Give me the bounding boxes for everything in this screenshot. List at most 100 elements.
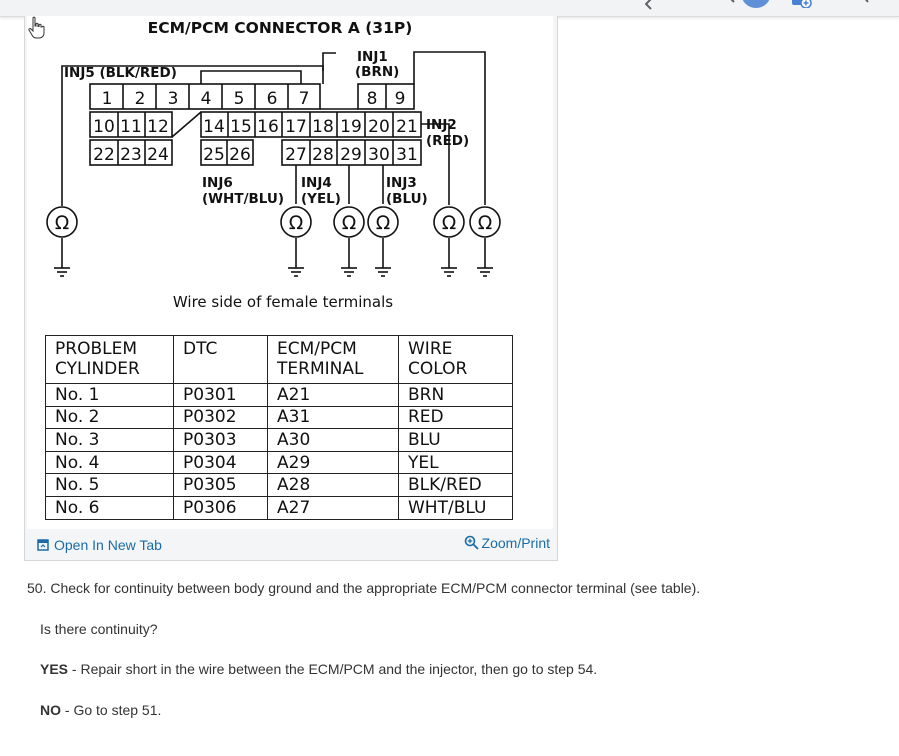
table-cell: P0301	[173, 383, 268, 407]
pin-label: 24	[147, 145, 169, 165]
table-cell: BLK/RED	[398, 473, 513, 497]
pin-label: 29	[340, 145, 362, 165]
diagram-title: ECM/PCM CONNECTOR A (31P)	[148, 19, 413, 37]
connector-schematic: ECM/PCM CONNECTOR A (31P) INJ5 (BLK/RED)…	[46, 19, 501, 311]
hand-cursor-icon	[28, 16, 45, 39]
pin-label: 27	[285, 145, 307, 165]
header-line: ECM/PCM	[277, 339, 357, 359]
label-inj4-color: (YEL)	[301, 191, 341, 207]
table-row: No. 3 P0303 A30 BLU	[45, 428, 513, 452]
header-dtc: DTC	[173, 335, 268, 384]
question-text: Is there continuity?	[40, 621, 158, 637]
label-inj6: INJ6	[202, 175, 233, 191]
header-line: PROBLEM	[55, 339, 137, 359]
pin-label: 2	[135, 89, 146, 109]
pin-label: 1	[102, 89, 113, 109]
pin-label: 3	[168, 89, 179, 109]
ohm-icon: Ω	[478, 212, 493, 234]
pin-label: 19	[340, 117, 362, 137]
open-new-tab-label[interactable]: Open In New Tab	[54, 537, 162, 553]
table-cell: A31	[267, 405, 399, 430]
pin-label: 30	[368, 145, 390, 165]
table-cell: P0302	[173, 405, 268, 430]
ohmmeter-icons	[46, 206, 501, 238]
more-icon[interactable]	[862, 0, 872, 7]
table-cell: A21	[267, 383, 399, 407]
ohm-symbols: Ω Ω Ω Ω Ω Ω	[55, 212, 493, 234]
ground-symbols	[54, 267, 493, 277]
open-tab-icon	[37, 539, 49, 551]
pin-label: 10	[93, 117, 115, 137]
table-row: No. 2 P0302 A31 RED	[45, 405, 513, 430]
ohm-icon: Ω	[376, 212, 391, 234]
pin-label: 4	[201, 89, 212, 109]
table-cell: A27	[267, 495, 399, 520]
table-cell: A29	[267, 450, 399, 475]
table-row: No. 1 P0301 A21 BRN	[45, 383, 513, 407]
step-instruction: 50. Check for continuity between body gr…	[27, 580, 701, 596]
add-icon[interactable]	[791, 0, 813, 8]
no-answer: NO - Go to step 51.	[40, 702, 161, 718]
label-inj4: INJ4	[301, 175, 332, 191]
ohm-icon: Ω	[289, 212, 304, 234]
pin-label: 9	[395, 89, 406, 109]
yes-label: YES	[40, 661, 69, 677]
pin-label: 6	[267, 89, 278, 109]
table-cell: P0303	[173, 428, 268, 452]
table-cell: No. 5	[45, 473, 174, 497]
chevron-icon[interactable]	[728, 0, 738, 8]
table-cell: No. 2	[45, 405, 174, 430]
pin-label: 25	[203, 145, 225, 165]
label-inj6-color: (WHT/BLU)	[202, 191, 284, 207]
pin-label: 20	[368, 117, 390, 137]
pin-label: 22	[93, 145, 115, 165]
pin-label: 23	[120, 145, 142, 165]
pin-label: 11	[120, 117, 142, 137]
pin-label: 7	[299, 89, 310, 109]
zoom-print-link[interactable]: Zoom/Print	[464, 535, 550, 551]
table-row: No. 5 P0305 A28 BLK/RED	[45, 473, 513, 497]
label-inj3: INJ3	[386, 175, 417, 191]
table-cell: A30	[267, 428, 399, 452]
table-cell: No. 4	[45, 450, 174, 475]
pin-label: 31	[396, 145, 418, 165]
table-cell: No. 3	[45, 428, 174, 452]
pin-label: 5	[234, 89, 245, 109]
connector-outline	[89, 83, 422, 166]
pin-label: 18	[312, 117, 334, 137]
pin-label: 26	[229, 145, 251, 165]
pin-label: 12	[147, 117, 169, 137]
table-cell: A28	[267, 473, 399, 497]
table-cell: RED	[398, 405, 513, 430]
table-row: No. 6 P0306 A27 WHT/BLU	[45, 495, 513, 520]
ohm-icon: Ω	[442, 212, 457, 234]
header-line: WIRE	[408, 339, 453, 359]
pin-label: 21	[396, 117, 418, 137]
label-inj2: INJ2	[426, 117, 457, 133]
header-line: DTC	[183, 339, 218, 359]
pin-label: 15	[230, 117, 252, 137]
figure-card: ECM/PCM CONNECTOR A (31P) INJ5 (BLK/RED)…	[24, 16, 558, 561]
table-cell: P0306	[173, 495, 268, 520]
pin-numbers: 1 2 3 4 5 6 7 8 9 10 11 12 14 15 16 17 1…	[93, 89, 418, 165]
ohm-icon: Ω	[342, 212, 357, 234]
connector-diagram[interactable]: ECM/PCM CONNECTOR A (31P) INJ5 (BLK/RED)…	[27, 16, 553, 529]
back-arrow-icon[interactable]	[645, 0, 659, 10]
pin-label: 14	[203, 117, 225, 137]
zoom-print-label[interactable]: Zoom/Print	[481, 535, 550, 551]
label-inj1: INJ1	[357, 49, 388, 65]
yes-answer: YES - Repair short in the wire between t…	[40, 661, 597, 677]
table-cell: WHT/BLU	[398, 495, 513, 520]
label-inj1-color: (BRN)	[355, 64, 399, 80]
figure-footer: Open In New Tab Zoom/Print	[25, 529, 557, 560]
open-new-tab-link[interactable]: Open In New Tab	[37, 537, 162, 553]
no-text: - Go to step 51.	[61, 702, 162, 718]
label-inj5: INJ5 (BLK/RED)	[64, 65, 177, 81]
pin-label: 16	[257, 117, 279, 137]
avatar[interactable]	[741, 0, 771, 8]
